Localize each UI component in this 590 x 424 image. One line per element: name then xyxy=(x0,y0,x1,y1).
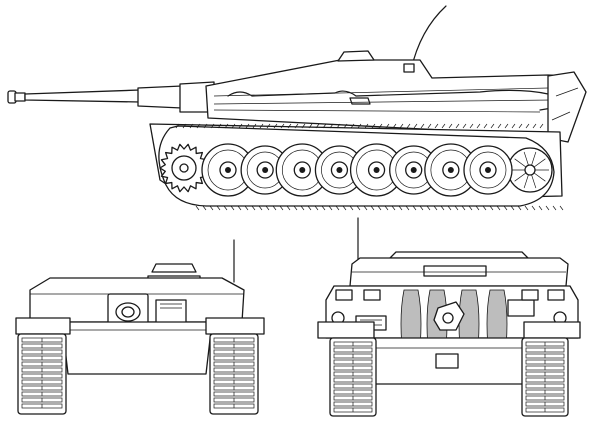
road-wheel-axle xyxy=(262,167,269,173)
rear-bracket xyxy=(363,289,381,301)
front-track-right xyxy=(209,333,259,415)
sprocket-center xyxy=(179,163,189,173)
road-wheel-axle xyxy=(225,167,231,173)
side-view xyxy=(7,5,587,211)
idler-hub xyxy=(524,164,536,176)
rear-track-right xyxy=(521,337,569,417)
road-wheel-axle xyxy=(447,167,454,173)
road-wheel-axle xyxy=(299,167,306,173)
rear-bracket xyxy=(521,289,539,301)
road-wheels xyxy=(159,143,553,197)
main-gun xyxy=(7,81,215,113)
rear-track-left xyxy=(329,337,377,417)
road-wheel-axle xyxy=(410,167,417,173)
rear-bracket xyxy=(335,289,353,301)
road-wheel-axle xyxy=(373,167,380,173)
rear-view xyxy=(317,217,581,417)
road-wheel-axle xyxy=(485,167,491,173)
road-wheel-axle xyxy=(336,167,343,173)
front-view xyxy=(15,239,265,415)
rear-bracket xyxy=(547,289,565,301)
front-mantlet xyxy=(107,293,187,331)
road-wheel-rim xyxy=(469,151,507,189)
casemate xyxy=(205,59,579,137)
front-track-left xyxy=(17,333,67,415)
commander-cupola xyxy=(337,50,375,62)
